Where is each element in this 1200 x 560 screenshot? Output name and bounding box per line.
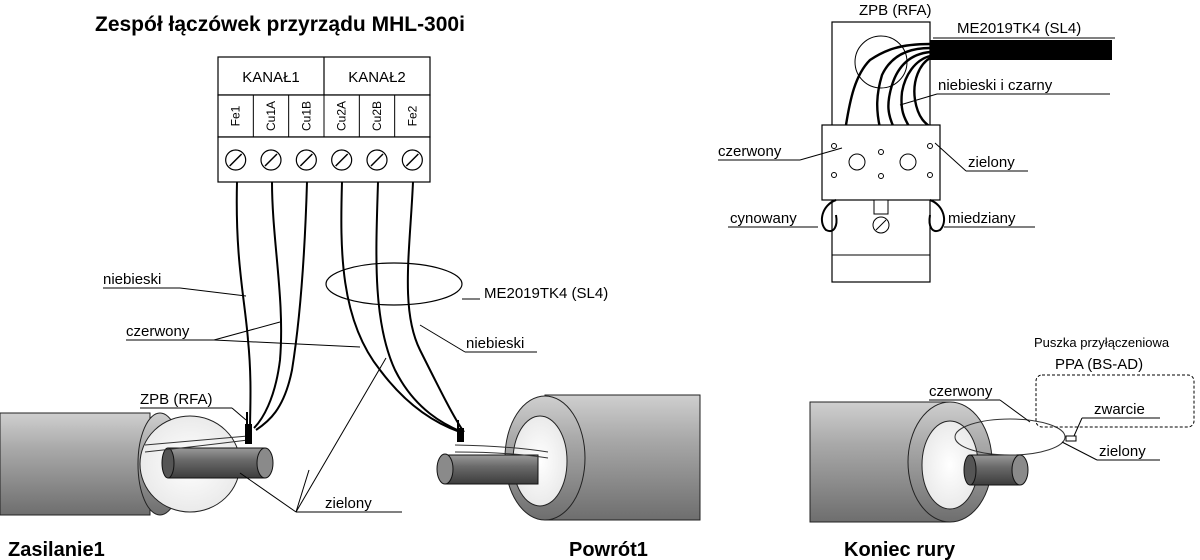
left-wires xyxy=(235,181,308,431)
channel-2-label: KANAŁ2 xyxy=(348,69,406,86)
pipe-end xyxy=(809,401,1077,523)
screw-icon xyxy=(331,149,353,171)
right-wires xyxy=(340,181,465,433)
terminal-label-cu1a: Cu1A xyxy=(264,101,278,131)
terminal-label-fe2: Fe2 xyxy=(405,105,419,126)
label-niebieski-left: niebieski xyxy=(103,271,161,288)
screw-icon xyxy=(401,149,423,171)
label-zielony-bottom: zielony xyxy=(325,495,372,512)
zpb-miedziany: miedziany xyxy=(948,210,1016,227)
channel-1-label: KANAŁ1 xyxy=(242,69,300,86)
pipe-return xyxy=(436,394,701,521)
zpb-zielony: zielony xyxy=(968,154,1015,171)
terminal-label-cu2b: Cu2B xyxy=(370,101,384,131)
label-powrot: Powrót1 xyxy=(569,539,648,560)
junction-box xyxy=(1035,374,1195,428)
label-niebieski-right: niebieski xyxy=(466,335,524,352)
label-zasilanie: Zasilanie1 xyxy=(8,539,105,560)
screw-icon xyxy=(295,149,317,171)
terminal-block: KANAŁ1 KANAŁ2 Fe1 Cu1A Cu1B Cu2A Cu2B Fe2 xyxy=(217,56,431,183)
end-czerwony: czerwony xyxy=(929,383,993,400)
zpb-czerwony: czerwony xyxy=(718,143,782,160)
screw-icon xyxy=(366,149,388,171)
box-title-1: Puszka przyłączeniowa xyxy=(1034,335,1170,350)
zpb-cynowany: cynowany xyxy=(730,210,797,227)
screw-icon xyxy=(225,149,247,171)
label-koniec: Koniec rury xyxy=(844,539,956,560)
label-zpb-left: ZPB (RFA) xyxy=(140,391,213,408)
label-czerwony-left: czerwony xyxy=(126,323,190,340)
screw-icon xyxy=(260,149,282,171)
zpb-cable-label: ME2019TK4 (SL4) xyxy=(957,20,1081,37)
diagram-title: Zespół łączówek przyrządu MHL-300i xyxy=(95,13,465,36)
zpb-detail xyxy=(820,21,1112,283)
pipe-supply xyxy=(0,412,274,516)
box-title-2: PPA (BS-AD) xyxy=(1055,356,1143,373)
zpb-detail-title: ZPB (RFA) xyxy=(859,2,932,19)
terminal-label-cu1b: Cu1B xyxy=(299,101,313,131)
label-zwarcie: zwarcie xyxy=(1094,401,1145,418)
leaders xyxy=(103,287,537,513)
end-zielony: zielony xyxy=(1099,443,1146,460)
cable-type-label: ME2019TK4 (SL4) xyxy=(484,285,608,302)
cable-ring xyxy=(325,262,463,306)
terminal-label-cu2a: Cu2A xyxy=(335,101,349,131)
zpb-niebieski-czarny: niebieski i czarny xyxy=(938,77,1053,94)
terminal-label-fe1: Fe1 xyxy=(229,105,243,126)
